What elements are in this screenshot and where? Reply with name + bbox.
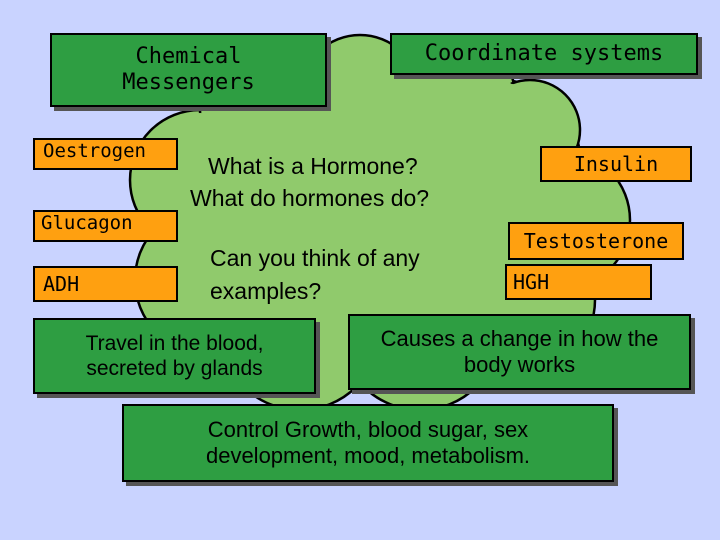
travel-blood-box: Travel in the blood, secreted by glands — [33, 318, 316, 394]
insulin-box: Insulin — [540, 146, 692, 182]
coordinate-systems-box: Coordinate systems — [390, 33, 698, 75]
question-what-do-hormones-do: What do hormones do? — [190, 185, 430, 211]
causes-change-label: Causes a change in how the body works — [380, 325, 659, 377]
adh-box: ADH — [33, 266, 178, 302]
control-growth-label: Control Growth, blood sugar, sex develop… — [205, 416, 531, 468]
causes-change-box: Causes a change in how the body works — [348, 314, 691, 390]
insulin-label: Insulin — [573, 152, 659, 176]
hgh-box: HGH — [505, 264, 652, 300]
glucagon-box: Glucagon — [33, 210, 178, 242]
adh-label: ADH — [43, 272, 80, 296]
question-what-is-hormone: What is a Hormone? — [208, 153, 418, 179]
question-examples: Can you think of any examples? — [210, 245, 420, 305]
coordinate-systems-label: Coordinate systems — [424, 40, 664, 66]
oestrogen-box: Oestrogen — [33, 138, 178, 170]
control-growth-box: Control Growth, blood sugar, sex develop… — [122, 404, 614, 482]
oestrogen-label: Oestrogen — [43, 140, 146, 162]
chemical-messengers-label: Chemical Messengers — [122, 43, 255, 95]
glucagon-label: Glucagon — [41, 212, 133, 234]
testosterone-label: Testosterone — [523, 229, 669, 253]
chemical-messengers-box: Chemical Messengers — [50, 33, 327, 107]
testosterone-box: Testosterone — [508, 222, 684, 260]
travel-blood-label: Travel in the blood, secreted by glands — [85, 331, 264, 380]
hgh-label: HGH — [513, 270, 550, 294]
